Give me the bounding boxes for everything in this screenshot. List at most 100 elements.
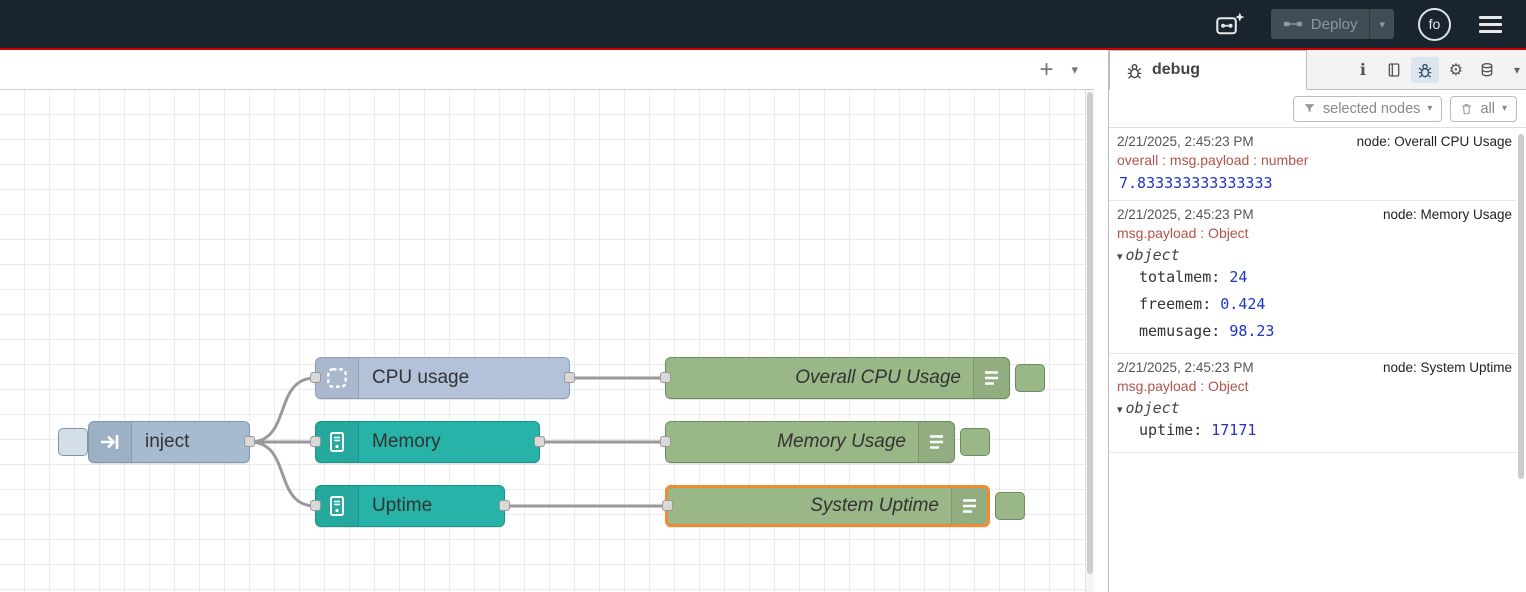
node-debug-system-uptime[interactable]: System Uptime bbox=[662, 485, 990, 527]
input-port[interactable] bbox=[660, 436, 671, 447]
canvas-scrollbar-thumb[interactable] bbox=[1087, 92, 1093, 574]
source-node[interactable]: node: Overall CPU Usage bbox=[1356, 134, 1512, 149]
debug-sidebar: debug ℹ bbox=[1108, 50, 1526, 592]
debug-toggle-button[interactable] bbox=[1015, 364, 1045, 392]
object-type-label: object bbox=[1125, 246, 1180, 264]
object-tree-toggle[interactable]: ▾object bbox=[1117, 399, 1512, 417]
input-port[interactable] bbox=[310, 372, 321, 383]
node-label: Overall CPU Usage bbox=[795, 367, 961, 388]
debug-message[interactable]: 2/21/2025, 2:45:23 PM node: Overall CPU … bbox=[1109, 128, 1516, 201]
wires-layer bbox=[249, 376, 665, 508]
output-port[interactable] bbox=[564, 372, 575, 383]
filter-nodes-button[interactable]: selected nodes ▾ bbox=[1292, 95, 1443, 122]
field-value: 0.424 bbox=[1220, 295, 1266, 313]
node-label: Uptime bbox=[372, 495, 433, 516]
object-field: freemem0.424 bbox=[1139, 291, 1512, 318]
field-value: 98.23 bbox=[1229, 322, 1275, 340]
info-tab-button[interactable]: ℹ bbox=[1349, 57, 1377, 83]
field-key: memusage bbox=[1139, 322, 1229, 340]
debug-console-icon bbox=[984, 371, 998, 385]
output-port[interactable] bbox=[499, 500, 510, 511]
message-property: msg.payload : Object bbox=[1117, 378, 1249, 394]
output-port[interactable] bbox=[244, 436, 255, 447]
debug-console-icon bbox=[962, 499, 976, 513]
tab-debug[interactable]: debug bbox=[1109, 50, 1307, 90]
object-type-label: object bbox=[1125, 399, 1180, 417]
node-debug-memory[interactable]: Memory Usage bbox=[660, 421, 955, 463]
wire[interactable] bbox=[249, 440, 316, 508]
node-label: System Uptime bbox=[810, 495, 939, 516]
node-inject[interactable]: inject bbox=[88, 421, 255, 463]
message-property: overall : msg.payload : number bbox=[1117, 152, 1309, 168]
deploy-options-button[interactable]: ▾ bbox=[1369, 9, 1394, 39]
input-port[interactable] bbox=[310, 500, 321, 511]
output-port[interactable] bbox=[534, 436, 545, 447]
gear-icon: ⚙ bbox=[1448, 61, 1464, 79]
bug-icon bbox=[1418, 63, 1432, 78]
inject-icon bbox=[89, 422, 132, 462]
sidebar-scrollbar-thumb[interactable] bbox=[1518, 134, 1524, 479]
database-icon bbox=[1481, 62, 1493, 76]
object-tree: ▾object uptime17171 bbox=[1117, 399, 1512, 444]
input-port[interactable] bbox=[662, 500, 673, 511]
collapse-caret-icon[interactable]: ▾ bbox=[1117, 404, 1123, 416]
collapse-caret-icon[interactable]: ▾ bbox=[1117, 251, 1123, 263]
flow-list-chevron-icon[interactable]: ▾ bbox=[1071, 61, 1078, 77]
debug-console-icon bbox=[951, 488, 987, 524]
debug-console-icon bbox=[973, 358, 1009, 398]
wire[interactable] bbox=[249, 376, 316, 444]
trash-icon bbox=[1462, 103, 1472, 114]
node-cpu-usage[interactable]: CPU usage bbox=[310, 357, 575, 399]
server-icon bbox=[316, 422, 359, 462]
node-memory[interactable]: Memory bbox=[310, 421, 545, 463]
server-icon bbox=[316, 486, 359, 526]
debug-tab-button[interactable] bbox=[1410, 56, 1439, 83]
field-value: 17171 bbox=[1211, 421, 1257, 439]
main-menu-button[interactable] bbox=[1475, 12, 1506, 37]
config-nodes-tab-button[interactable]: ⚙ bbox=[1442, 57, 1470, 83]
canvas-scrollbar[interactable] bbox=[1085, 90, 1094, 592]
main-area: + ▾ bbox=[0, 50, 1526, 592]
add-flow-button[interactable]: + bbox=[1039, 55, 1054, 83]
debug-message[interactable]: 2/21/2025, 2:45:23 PM node: Memory Usage… bbox=[1109, 201, 1516, 354]
input-port[interactable] bbox=[660, 372, 671, 383]
deploy-button[interactable]: Deploy ▾ bbox=[1270, 9, 1394, 39]
node-label: CPU usage bbox=[372, 367, 470, 388]
source-node[interactable]: node: Memory Usage bbox=[1382, 207, 1512, 222]
sidebar-resize-gutter[interactable] bbox=[1094, 50, 1108, 592]
deploy-main[interactable]: Deploy bbox=[1271, 9, 1370, 39]
cpu-chip-icon bbox=[327, 368, 347, 388]
debug-message-meta: 2/21/2025, 2:45:23 PM node: Overall CPU … bbox=[1117, 134, 1512, 149]
debug-toolbar: selected nodes ▾ all ▾ bbox=[1109, 90, 1526, 128]
flow-canvas[interactable]: inject CPU usage bbox=[0, 90, 1085, 592]
help-tab-button[interactable] bbox=[1380, 57, 1408, 83]
user-avatar[interactable]: fo bbox=[1418, 7, 1451, 41]
debug-message[interactable]: 2/21/2025, 2:45:23 PM node: System Uptim… bbox=[1109, 354, 1516, 453]
sidebar-options-chevron-icon[interactable]: ▾ bbox=[1513, 62, 1520, 77]
input-port[interactable] bbox=[310, 436, 321, 447]
debug-message-meta: 2/21/2025, 2:45:23 PM node: System Uptim… bbox=[1117, 360, 1512, 375]
node-label: inject bbox=[145, 431, 190, 452]
server-icon bbox=[330, 496, 344, 516]
flow-assistant-icon[interactable] bbox=[1213, 7, 1247, 41]
chevron-down-icon: ▾ bbox=[1427, 103, 1433, 114]
node-debug-overall-cpu[interactable]: Overall CPU Usage bbox=[660, 357, 1010, 399]
clear-messages-button[interactable]: all ▾ bbox=[1450, 95, 1517, 122]
menu-icon bbox=[1479, 15, 1502, 19]
node-uptime[interactable]: Uptime bbox=[310, 485, 510, 527]
tab-debug-label: debug bbox=[1152, 61, 1200, 78]
object-tree: ▾object totalmem24 freemem0.424 memusage… bbox=[1117, 246, 1512, 345]
sidebar-tab-bar: debug ℹ bbox=[1109, 50, 1526, 90]
field-key: uptime bbox=[1139, 421, 1211, 439]
debug-toggle-button[interactable] bbox=[995, 492, 1025, 520]
info-icon: ℹ bbox=[1359, 61, 1366, 79]
source-node[interactable]: node: System Uptime bbox=[1382, 360, 1512, 375]
menu-icon bbox=[1479, 22, 1502, 26]
book-icon bbox=[1388, 62, 1400, 77]
object-field: memusage98.23 bbox=[1139, 318, 1512, 345]
bug-icon bbox=[1127, 63, 1142, 79]
context-data-tab-button[interactable] bbox=[1473, 57, 1501, 83]
inject-trigger-button[interactable] bbox=[58, 428, 88, 456]
object-tree-toggle[interactable]: ▾object bbox=[1117, 246, 1512, 264]
debug-toggle-button[interactable] bbox=[960, 428, 990, 456]
